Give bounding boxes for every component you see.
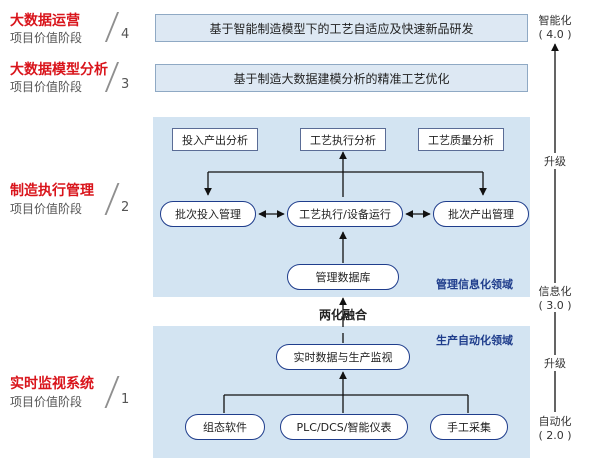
stage-title: 实时监视系统 (10, 376, 94, 392)
batch-output-management: 批次产出管理 (433, 201, 529, 227)
fusion-label: 两化融合 (319, 308, 368, 322)
stage-subtitle: 项目价值阶段 (10, 202, 83, 216)
stage-number: 1 (121, 392, 130, 407)
analysis-process-execution: 工艺执行分析 (300, 128, 386, 151)
stage-title: 制造执行管理 (10, 183, 94, 199)
stage-subtitle: 项目价值阶段 (10, 395, 83, 409)
level-name: 智能化 (538, 14, 572, 27)
banner-adaptive-process: 基于智能制造模型下的工艺自适应及快速新品研发 (155, 14, 528, 42)
plc-dcs-instruments: PLC/DCS/智能仪表 (280, 414, 408, 440)
stage-number: 4 (121, 27, 130, 42)
stage-title: 大数据运营 (10, 13, 80, 29)
stage-subtitle: 项目价值阶段 (10, 80, 83, 94)
level-intelligent: 智能化 ( 4.0 ) (533, 12, 577, 41)
automation-panel-label: 生产自动化领域 (436, 334, 513, 347)
analysis-process-quality: 工艺质量分析 (418, 128, 504, 151)
process-execution-equipment: 工艺执行/设备运行 (287, 201, 403, 227)
stage-number: 2 (121, 200, 130, 215)
configuration-software: 组态软件 (185, 414, 265, 440)
upgrade-label-upper: 升级 (538, 153, 572, 169)
level-version: ( 3.0 ) (538, 299, 572, 312)
level-name: 信息化 (538, 285, 572, 298)
realtime-monitoring: 实时数据与生产监视 (276, 344, 410, 370)
level-informatization: 信息化 ( 3.0 ) (533, 283, 577, 312)
batch-input-management: 批次投入管理 (160, 201, 256, 227)
level-version: ( 2.0 ) (538, 429, 572, 442)
analysis-input-output: 投入产出分析 (172, 128, 258, 151)
level-automation: 自动化 ( 2.0 ) (533, 413, 577, 442)
level-version: ( 4.0 ) (538, 28, 572, 41)
stage-title: 大数据模型分析 (10, 62, 108, 78)
management-database: 管理数据库 (287, 264, 399, 290)
banner-process-optimization: 基于制造大数据建模分析的精准工艺优化 (155, 64, 528, 92)
stage-number: 3 (121, 77, 130, 92)
management-panel-label: 管理信息化领域 (436, 278, 513, 291)
level-name: 自动化 (538, 415, 572, 428)
manual-collection: 手工采集 (430, 414, 508, 440)
upgrade-label-lower: 升级 (538, 355, 572, 371)
stage-subtitle: 项目价值阶段 (10, 31, 83, 45)
